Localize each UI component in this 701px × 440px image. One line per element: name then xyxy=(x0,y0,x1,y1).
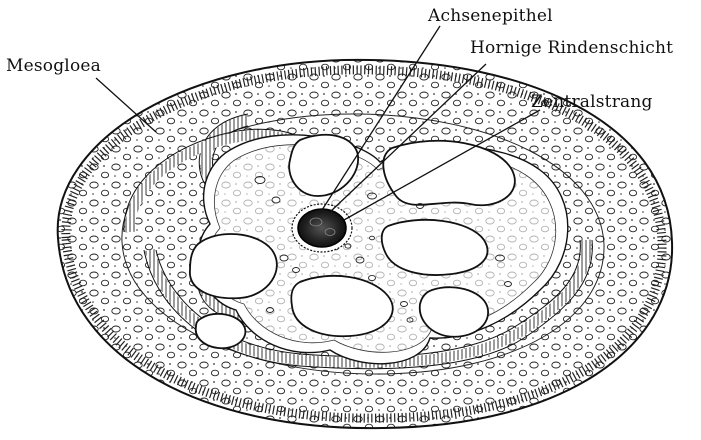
axis-core xyxy=(298,209,346,247)
central-axis xyxy=(292,204,352,252)
cavity-left xyxy=(190,234,277,298)
label-achsenepithel: Achsenepithel xyxy=(428,6,553,26)
label-zentralstrang: Zentralstrang xyxy=(531,92,653,112)
cavity-lower-left xyxy=(196,314,246,348)
label-mesogloea: Mesogloea xyxy=(6,56,101,76)
label-hornige-rindenschicht: Hornige Rindenschicht xyxy=(470,38,673,58)
cavity-lower-right xyxy=(420,287,488,337)
